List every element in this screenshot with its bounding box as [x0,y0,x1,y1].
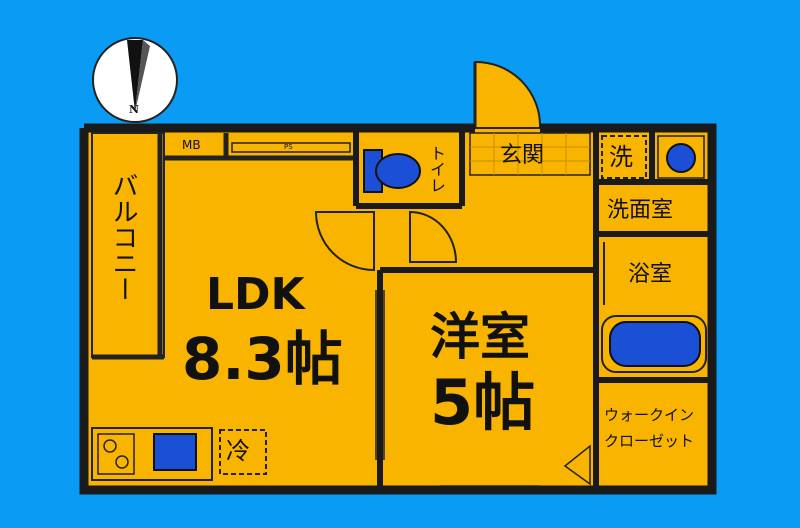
balcony-label: バルコニー [108,172,138,302]
compass-north-label: N [129,103,140,116]
washer-label: 洗 [609,143,633,171]
entrance-door [473,60,542,129]
toilet-label: トイレ [427,145,446,193]
hall-door [409,210,458,263]
fridge-space [219,429,267,475]
western-name: 洋室 [430,308,530,366]
washbasin-icon [657,135,705,179]
washer-space [601,135,647,179]
western-room-walls [377,234,599,490]
entrance-tiles [469,132,591,176]
mb-ps-strip [164,133,356,161]
ldk-size: 8.3帖 [182,325,343,393]
entrance-label: 玄関 [500,143,545,168]
bath-label: 浴室 [628,262,673,287]
kitchen-counter [91,427,213,481]
ldk-door [314,211,375,272]
ldk-name: LDK [206,269,305,320]
walkin-line2: クローゼット [604,432,695,450]
toilet-walls [353,128,465,209]
closet-door [563,444,591,486]
western-size: 5帖 [430,366,536,439]
washroom-label: 洗面室 [607,198,674,223]
walkin-line1: ウォークイン [604,406,695,424]
mb-label: MB [182,138,201,152]
fridge-label: 冷 [226,437,250,465]
balcony [91,132,165,360]
ps-label: PS [284,143,293,151]
toilet-fixture [363,149,421,193]
bathtub [601,315,707,373]
wet-area-walls [593,128,712,383]
north-arrow-icon [92,37,178,123]
western-sliding-door [375,290,540,487]
